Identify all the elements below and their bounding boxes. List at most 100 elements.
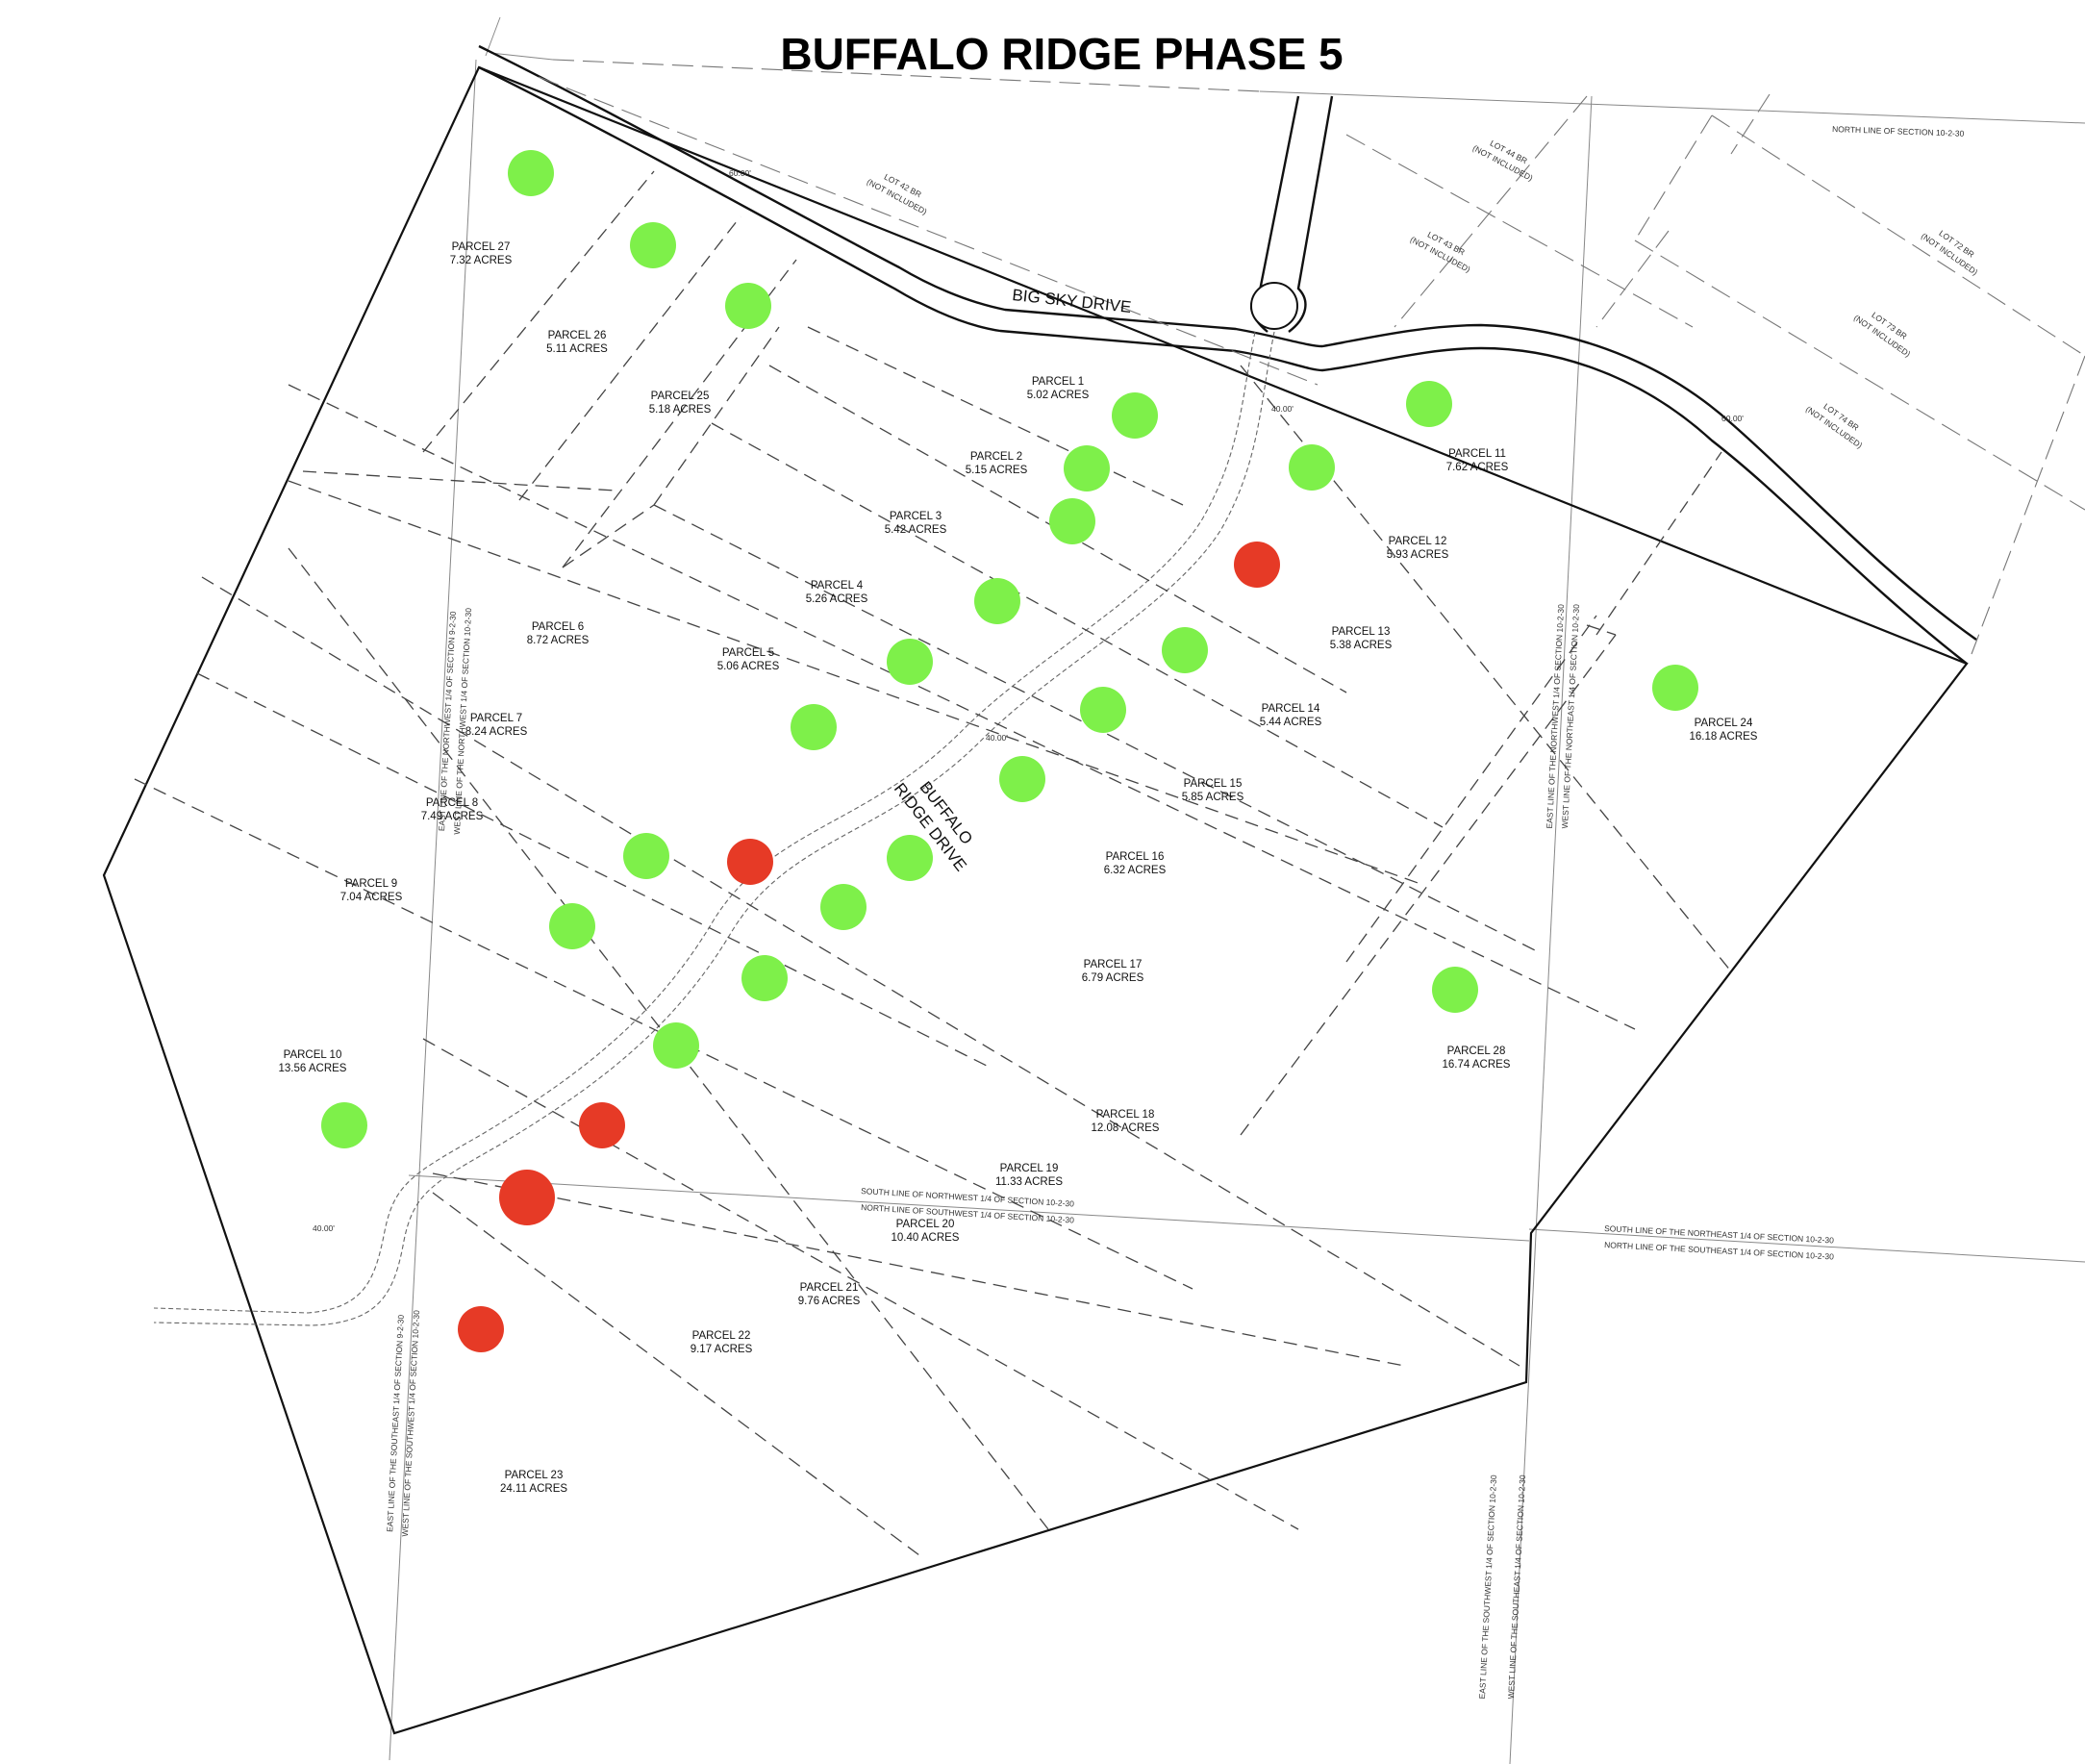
parcel-name: PARCEL 9 bbox=[345, 878, 397, 890]
svg-text:NORTH LINE OF SECTION 10-2-30: NORTH LINE OF SECTION 10-2-30 bbox=[1832, 124, 1965, 139]
parcel-name: PARCEL 27 bbox=[452, 241, 511, 253]
parcel-name: PARCEL 23 bbox=[505, 1470, 564, 1481]
parcel-acres: 24.11 ACRES bbox=[500, 1483, 567, 1495]
parcel-name: PARCEL 22 bbox=[692, 1330, 751, 1342]
status-marker-parcel-3-available[interactable] bbox=[1064, 445, 1110, 491]
status-marker-parcel-17-available[interactable] bbox=[887, 835, 933, 881]
status-marker-parcel-5-available[interactable] bbox=[887, 639, 933, 685]
status-marker-parcel-28-available[interactable] bbox=[1432, 967, 1478, 1013]
parcel-label-13: PARCEL 135.38 ACRES bbox=[1330, 626, 1393, 651]
status-marker-parcel-19-available[interactable] bbox=[741, 955, 788, 1001]
parcel-label-8: PARCEL 87.49 ACRES bbox=[421, 797, 484, 822]
status-marker-parcel-1-available[interactable] bbox=[1112, 392, 1158, 439]
dimensions: 60.00' 40.00' 40.00' 40.00' 60.00' bbox=[313, 168, 1744, 1233]
dim-40-mid: 40.00' bbox=[986, 733, 1008, 743]
parcel-acres: 5.85 ACRES bbox=[1182, 792, 1244, 803]
parcel-name: PARCEL 10 bbox=[284, 1049, 342, 1061]
parcel-acres: 16.74 ACRES bbox=[1443, 1059, 1511, 1071]
parcel-label-11: PARCEL 117.62 ACRES bbox=[1446, 448, 1509, 473]
buffalo-ridge-drive bbox=[153, 331, 1275, 1326]
status-marker-parcel-7-sold[interactable] bbox=[727, 839, 773, 885]
status-marker-parcel-18-available[interactable] bbox=[820, 884, 867, 930]
parcel-label-5: PARCEL 55.06 ACRES bbox=[717, 647, 780, 672]
status-marker-parcel-26-available[interactable] bbox=[630, 222, 676, 268]
parcel-label-26: PARCEL 265.11 ACRES bbox=[546, 330, 608, 355]
parcel-label-19: PARCEL 19 11.33 ACRES bbox=[995, 1163, 1063, 1188]
dim-60-right: 60.00' bbox=[1721, 414, 1744, 423]
parcel-acres: 7.49 ACRES bbox=[421, 811, 484, 822]
parcel-name: PARCEL 18 bbox=[1096, 1109, 1155, 1121]
section-notes: NORTH LINE OF SECTION 10-2-30 SOUTH LINE… bbox=[385, 124, 1965, 1700]
status-marker-parcel-12-available[interactable] bbox=[1289, 444, 1335, 491]
parcel-label-25: PARCEL 255.18 ACRES bbox=[649, 391, 712, 416]
svg-text:EAST LINE OF THE SOUTHWEST 1/4: EAST LINE OF THE SOUTHWEST 1/4 OF SECTIO… bbox=[1477, 1474, 1498, 1700]
parcel-label-3: PARCEL 3 5.42 ACRES bbox=[885, 511, 947, 536]
parcel-label-21: PARCEL 219.76 ACRES bbox=[798, 1282, 861, 1307]
status-marker-parcel-8-available[interactable] bbox=[623, 833, 669, 879]
status-marker-parcel-22-sold[interactable] bbox=[499, 1170, 555, 1225]
dim-40-top: 40.00' bbox=[1271, 404, 1294, 414]
dim-60-top: 60.00' bbox=[729, 168, 751, 178]
status-marker-parcel-10-available[interactable] bbox=[321, 1102, 367, 1148]
parcel-label-1: PARCEL 15.02 ACRES bbox=[1027, 376, 1090, 401]
status-marker-parcel-16-available[interactable] bbox=[999, 756, 1045, 802]
parcel-name: PARCEL 20 bbox=[896, 1219, 955, 1230]
parcel-name: PARCEL 17 bbox=[1084, 959, 1143, 970]
status-marker-parcel-21-sold[interactable] bbox=[579, 1102, 625, 1148]
parcel-name: PARCEL 24 bbox=[1695, 718, 1753, 729]
lot-43: LOT 43 BR (NOT INCLUDED) bbox=[1409, 230, 1472, 275]
status-marker-parcel-23-sold[interactable] bbox=[458, 1306, 504, 1352]
status-marker-parcel-11-available[interactable] bbox=[1406, 381, 1452, 427]
parcel-label-27: PARCEL 277.32 ACRES bbox=[450, 241, 513, 266]
map-title: BUFFALO RIDGE PHASE 5 bbox=[780, 29, 1343, 79]
status-marker-parcel-15-available[interactable] bbox=[1080, 687, 1126, 733]
status-marker-parcel-13-sold[interactable] bbox=[1234, 542, 1280, 588]
lot-73: LOT 73 BR (NOT INCLUDED) bbox=[1852, 310, 1913, 359]
parcel-label-17: PARCEL 17 6.79 ACRES bbox=[1082, 959, 1144, 984]
section-lines bbox=[389, 16, 2085, 1764]
lot-42: LOT 42 BR (NOT INCLUDED) bbox=[866, 172, 929, 217]
parcel-acres: 5.44 ACRES bbox=[1260, 717, 1322, 728]
parcel-acres: 6.79 ACRES bbox=[1082, 972, 1144, 984]
status-marker-parcel-2-available[interactable] bbox=[1049, 498, 1095, 544]
parcel-lines bbox=[134, 170, 1732, 1559]
parcel-name: PARCEL 4 bbox=[811, 580, 864, 592]
parcel-acres: 7.04 ACRES bbox=[340, 892, 403, 903]
parcel-name: PARCEL 3 bbox=[890, 511, 942, 522]
parcel-acres: 5.26 ACRES bbox=[806, 593, 868, 605]
parcel-acres: 13.56 ACRES bbox=[279, 1063, 347, 1074]
parcel-name: PARCEL 26 bbox=[548, 330, 607, 341]
parcel-name: PARCEL 5 bbox=[722, 647, 774, 659]
svg-text:WEST LINE OF THE SOUTHEAST 1/4: WEST LINE OF THE SOUTHEAST 1/4 OF SECTIO… bbox=[1506, 1474, 1527, 1700]
parcel-acres: 11.33 ACRES bbox=[995, 1176, 1063, 1188]
parcel-label-16: PARCEL 166.32 ACRES bbox=[1104, 851, 1167, 876]
parcel-label-4: PARCEL 45.26 ACRES bbox=[806, 580, 868, 605]
parcel-label-6: PARCEL 68.72 ACRES bbox=[527, 621, 590, 646]
parcel-acres: 5.15 ACRES bbox=[966, 465, 1028, 476]
parcel-name: PARCEL 12 bbox=[1389, 536, 1447, 547]
big-sky-drive bbox=[478, 44, 1977, 665]
parcel-acres: 8.72 ACRES bbox=[527, 635, 590, 646]
status-marker-parcel-25-available[interactable] bbox=[725, 283, 771, 329]
status-marker-parcel-24-available[interactable] bbox=[1652, 665, 1698, 711]
status-marker-parcel-6-available[interactable] bbox=[791, 704, 837, 750]
parcel-label-7: PARCEL 78.24 ACRES bbox=[465, 713, 528, 738]
parcel-label-22: PARCEL 22 9.17 ACRES bbox=[691, 1330, 753, 1355]
status-marker-parcel-27-available[interactable] bbox=[508, 150, 554, 196]
status-marker-parcel-20-available[interactable] bbox=[653, 1022, 699, 1069]
parcel-name: PARCEL 7 bbox=[470, 713, 522, 724]
parcel-label-12: PARCEL 125.93 ACRES bbox=[1387, 536, 1449, 561]
status-marker-parcel-9-available[interactable] bbox=[549, 903, 595, 949]
status-marker-parcel-4-available[interactable] bbox=[974, 578, 1020, 624]
parcel-acres: 5.42 ACRES bbox=[885, 524, 947, 536]
parcel-acres: 9.17 ACRES bbox=[691, 1344, 753, 1355]
parcel-name: PARCEL 19 bbox=[1000, 1163, 1059, 1174]
parcel-acres: 10.40 ACRES bbox=[892, 1232, 960, 1244]
status-marker-parcel-14-available[interactable] bbox=[1162, 627, 1208, 673]
parcel-label-23: PARCEL 23 24.11 ACRES bbox=[500, 1470, 567, 1495]
parcel-name: PARCEL 21 bbox=[800, 1282, 859, 1294]
